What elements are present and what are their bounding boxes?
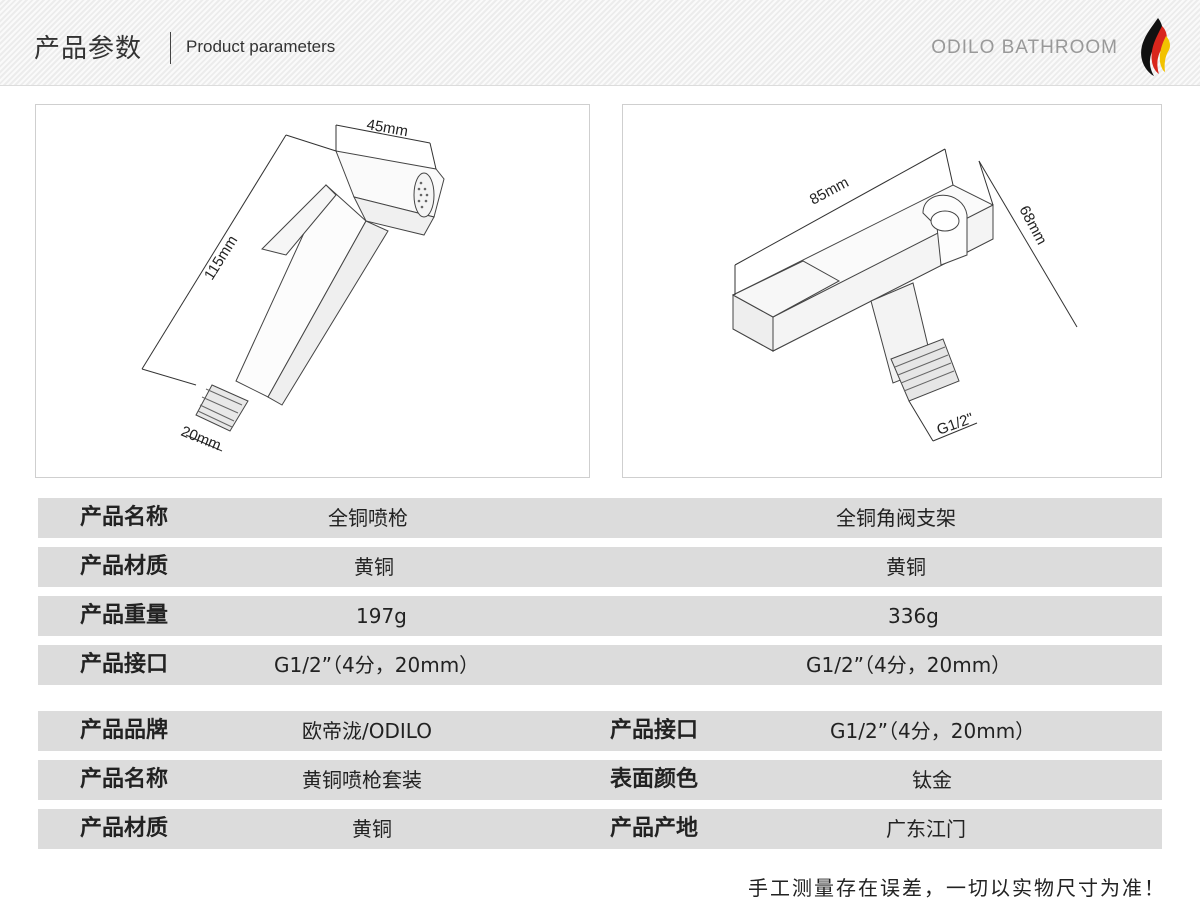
row-label: 表面颜色	[610, 767, 699, 792]
left-product-value: 197g	[356, 604, 407, 628]
row-value: 黄铜	[352, 817, 392, 841]
dim-thread-label: G1/2"	[935, 410, 976, 439]
table-row: 产品材质 黄铜 黄铜	[38, 547, 1162, 587]
row-label: 产品接口	[610, 718, 699, 743]
table-row: 产品名称 黄铜喷枪套装 表面颜色 钛金	[38, 760, 1162, 800]
row-value: G1/2”（4分，20mm）	[830, 719, 1036, 743]
spray-gun-drawing-panel: 45mm 115mm 20mm	[35, 104, 590, 478]
table-row: 产品材质 黄铜 产品产地 广东江门	[38, 809, 1162, 849]
row-label: 产品名称	[80, 505, 169, 530]
left-product-value: 全铜喷枪	[328, 506, 408, 530]
row-label: 产品品牌	[80, 718, 169, 743]
right-product-value: 全铜角阀支架	[836, 506, 956, 530]
dim-thread-label: 20mm	[179, 423, 224, 454]
row-label: 产品名称	[80, 767, 169, 792]
row-label: 产品产地	[610, 816, 699, 841]
spray-gun-drawing: 45mm 115mm 20mm	[141, 116, 445, 454]
holder-drawing: 85mm 68mm G1/2"	[731, 148, 1078, 442]
row-label: 产品材质	[80, 816, 169, 841]
table-row: 产品接口 G1/2”（4分，20mm） G1/2”（4分，20mm）	[38, 645, 1162, 685]
right-product-value: 黄铜	[886, 555, 926, 579]
table-row: 产品品牌 欧帝泷/ODILO 产品接口 G1/2”（4分，20mm）	[38, 711, 1162, 751]
dim-width-label: 45mm	[365, 116, 409, 140]
row-value: 钛金	[912, 768, 952, 792]
table-row: 产品重量 197g 336g	[38, 596, 1162, 636]
title-divider	[170, 32, 171, 64]
page-title-en: Product parameters	[186, 37, 336, 56]
row-value: 黄铜喷枪套装	[302, 768, 422, 792]
left-product-value: 黄铜	[354, 555, 394, 579]
dim-length-label: 115mm	[201, 233, 241, 283]
row-value: 广东江门	[886, 817, 966, 841]
right-product-value: G1/2”（4分，20mm）	[806, 653, 1012, 677]
table-row: 产品名称 全铜喷枪 全铜角阀支架	[38, 498, 1162, 538]
brand-name: ODILO BATHROOM	[931, 37, 1118, 58]
holder-drawing-panel: 85mm 68mm G1/2"	[622, 104, 1162, 478]
right-product-value: 336g	[888, 604, 939, 628]
flame-stripes-logo-icon	[1141, 18, 1170, 76]
page-title-cn: 产品参数	[34, 34, 143, 64]
row-label: 产品接口	[80, 652, 169, 677]
measurement-disclaimer: 手工测量存在误差，一切以实物尺寸为准！	[748, 876, 1166, 900]
row-label: 产品重量	[80, 603, 169, 628]
row-value: 欧帝泷/ODILO	[302, 719, 432, 743]
left-product-value: G1/2”（4分，20mm）	[274, 653, 480, 677]
header-bar: 产品参数 Product parameters ODILO BATHROOM	[0, 0, 1200, 86]
dim-width-label: 85mm	[807, 174, 852, 209]
row-label: 产品材质	[80, 554, 169, 579]
dim-height-label: 68mm	[1015, 203, 1050, 248]
